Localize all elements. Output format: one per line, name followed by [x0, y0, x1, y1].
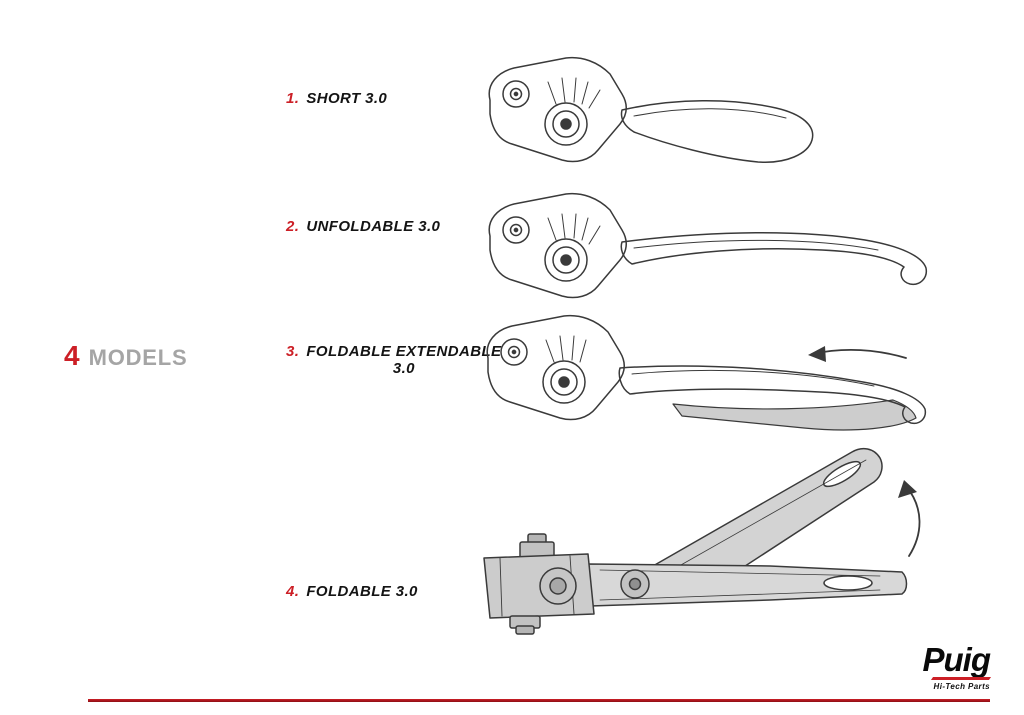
footer-accent-line — [88, 699, 990, 702]
model-3-name: FOLDABLE EXTENDABLE 3.0 — [306, 343, 502, 377]
models-count: 4 MODELS — [64, 340, 188, 372]
lever-blade-extendable — [618, 365, 927, 425]
lever-perch — [486, 314, 625, 421]
lever-unfoldable-drawing — [488, 192, 928, 299]
model-1-number: 1. — [286, 90, 300, 107]
model-4-name: FOLDABLE 3.0 — [306, 583, 418, 600]
model-2-number: 2. — [286, 218, 300, 235]
model-3-label: 3. FOLDABLE EXTENDABLE 3.0 — [286, 343, 501, 377]
model-2-label: 2. UNFOLDABLE 3.0 — [286, 218, 440, 235]
lever-short-illustration — [470, 52, 830, 192]
model-4-label: 4. FOLDABLE 3.0 — [286, 583, 418, 600]
lever-foldable-drawing — [483, 447, 921, 635]
lever-foldable-illustration — [470, 438, 925, 638]
lever-short-drawing — [488, 56, 814, 163]
puig-logo-wordmark: Puig — [922, 640, 991, 678]
model-2-name: UNFOLDABLE 3.0 — [306, 218, 441, 235]
main-lever-arm — [587, 563, 908, 607]
puig-logo-swoosh — [930, 677, 992, 680]
lever-foldable-extendable-drawing — [486, 314, 927, 431]
model-3-number: 3. — [286, 343, 300, 360]
model-1-name: SHORT 3.0 — [306, 90, 388, 107]
lever-perch — [488, 56, 627, 163]
lever-blade-long — [620, 232, 928, 286]
extend-direction-arrow-icon — [808, 346, 907, 362]
extendable-slider — [672, 399, 917, 431]
puig-logo: Puig Hi-Tech Parts — [922, 640, 992, 691]
lever-unfoldable-illustration — [470, 192, 940, 312]
fold-direction-arrow-icon — [898, 480, 921, 557]
pivot-joint — [620, 569, 650, 599]
models-count-text: MODELS — [88, 345, 188, 370]
lever-perch — [488, 192, 627, 299]
folded-outer-arm — [645, 447, 883, 603]
lever-foldable-extendable-illustration — [468, 306, 943, 446]
models-count-number: 4 — [64, 340, 80, 371]
lever-blade-short — [620, 99, 814, 163]
bar-clamp — [483, 533, 595, 635]
model-4-number: 4. — [286, 583, 300, 600]
puig-logo-tagline: Hi-Tech Parts — [933, 682, 990, 691]
model-1-label: 1. SHORT 3.0 — [286, 90, 387, 107]
